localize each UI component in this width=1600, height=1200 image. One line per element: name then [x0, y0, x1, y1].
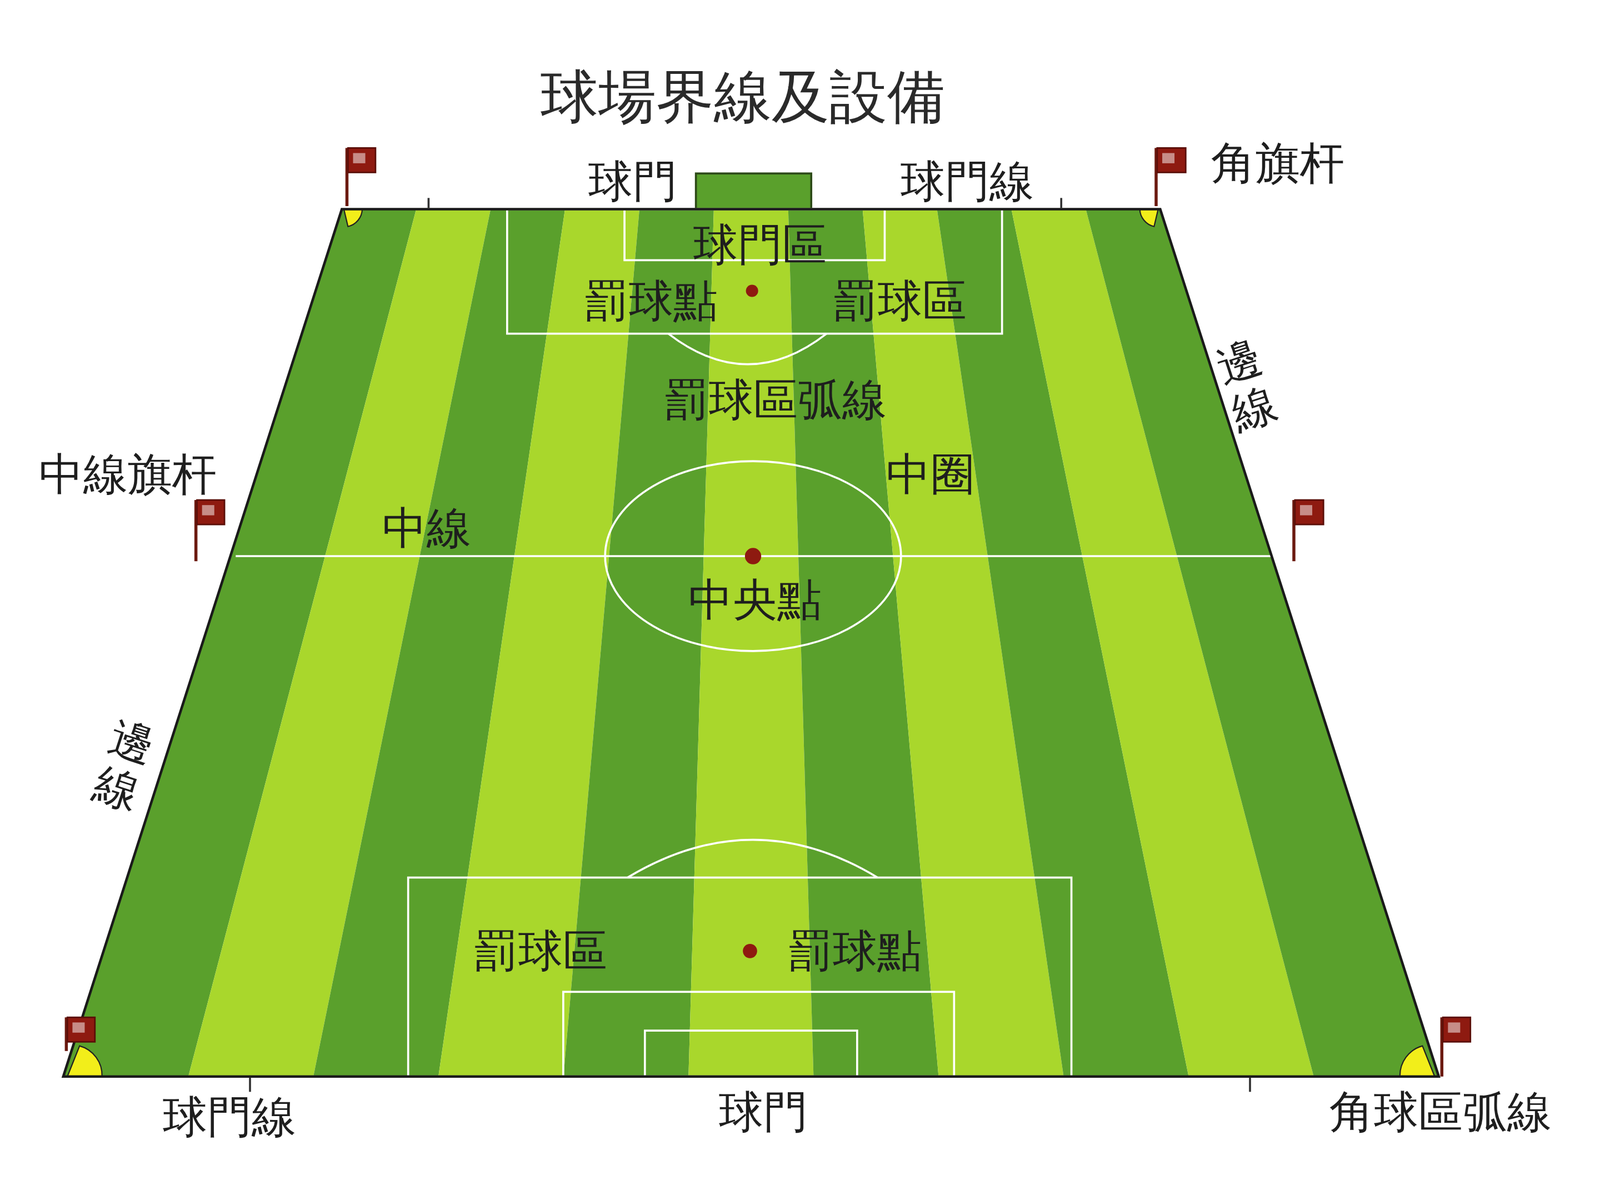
field-label: 球門線 [162, 1092, 297, 1142]
field-label: 球門線 [900, 157, 1034, 207]
field-label: 中線旗杆 [38, 450, 217, 499]
field-label: 邊線 [88, 711, 161, 819]
field-label: 角球區弧線 [1329, 1087, 1552, 1137]
field-label: 罰球點 [788, 926, 922, 976]
field-label: 角旗杆 [1211, 138, 1345, 188]
field-label: 中線 [382, 503, 472, 553]
diagram-title: 球場界線及設備 [540, 65, 945, 129]
grass-stripe [1085, 209, 1439, 1077]
field-label: 罰球區弧線 [664, 375, 887, 425]
field-label: 中央點 [688, 575, 822, 625]
field-label: 罰球點 [584, 276, 718, 326]
field-label: 球門 [588, 157, 678, 207]
field-label: 球門 [718, 1087, 808, 1137]
field-label: 球門區 [693, 220, 827, 270]
field-label: 中圈 [886, 450, 975, 499]
field-label: 罰球區 [473, 926, 608, 976]
field-label: 罰球區 [833, 276, 967, 326]
